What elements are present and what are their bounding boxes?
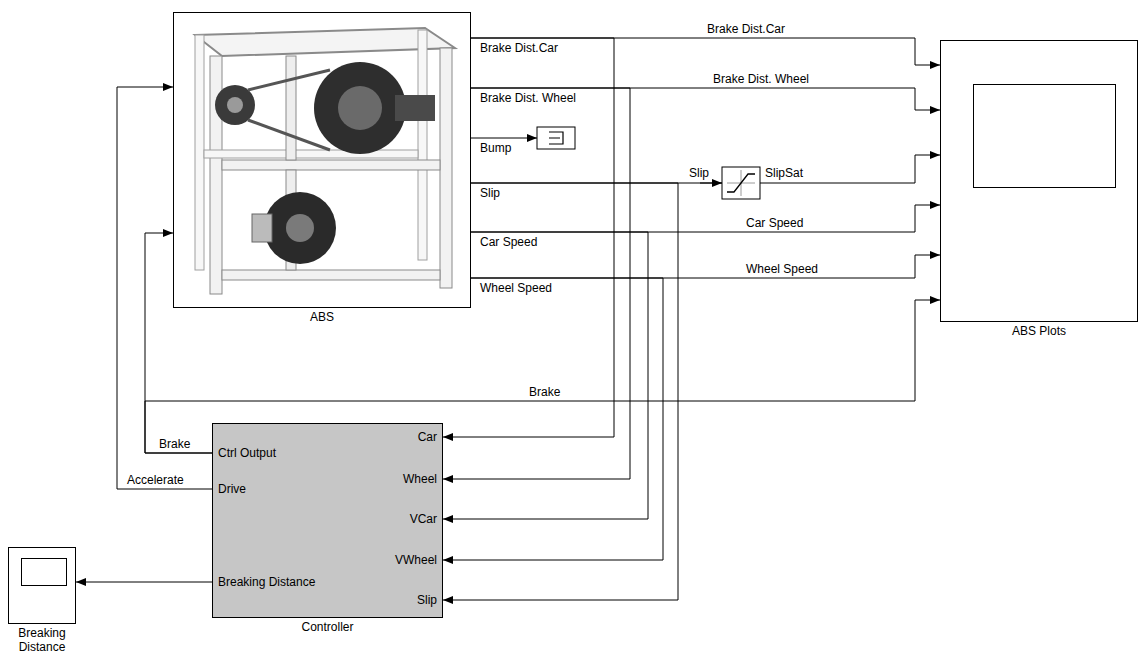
- signal-line: [443, 278, 663, 560]
- signal-label: Brake Dist. Wheel: [479, 91, 577, 105]
- port-label: VCar: [410, 512, 437, 526]
- signal-line: [471, 38, 940, 65]
- port-label: Drive: [218, 482, 246, 496]
- signal-label: Brake Dist. Wheel: [712, 72, 810, 86]
- block-name: ABS Plots: [1012, 324, 1066, 338]
- block-name: Breaking Distance: [3, 626, 81, 654]
- signal-label: Car Speed: [745, 216, 804, 230]
- signal-label: Slip: [688, 166, 710, 180]
- signal-line: [443, 38, 614, 437]
- signal-line: [76, 582, 212, 583]
- port-label: Breaking Distance: [218, 575, 315, 589]
- terminator-block: [537, 127, 575, 149]
- signal-label: Bump: [479, 141, 512, 155]
- saturation-axes: [727, 170, 755, 196]
- scope-screen: [21, 558, 67, 586]
- signal-label: SlipSat: [764, 166, 804, 180]
- signal-line: [443, 88, 630, 479]
- signal-line: [471, 255, 940, 278]
- signal-wire: [700, 183, 722, 184]
- signal-label: Brake Dist.Car: [706, 22, 786, 36]
- signal-label: Brake: [528, 385, 561, 399]
- abs-subsystem-block: ABS: [173, 12, 471, 308]
- abs-rig-illustration: [178, 17, 466, 303]
- scope-screen: [973, 84, 1116, 188]
- signal-label: Accelerate: [126, 473, 185, 487]
- scope-block: ABS Plots: [940, 40, 1138, 322]
- terminator-symbol: [549, 132, 563, 144]
- signal-line: [471, 155, 940, 183]
- signal-label: Car Speed: [479, 235, 538, 249]
- signal-line: [471, 88, 940, 110]
- port-label: VWheel: [395, 553, 437, 567]
- port-label: Car: [418, 430, 437, 444]
- port-label: Wheel: [403, 472, 437, 486]
- saturation-block: [722, 167, 760, 199]
- signal-line: [443, 183, 678, 600]
- scope-block: Breaking Distance: [8, 547, 76, 624]
- signal-label: Wheel Speed: [745, 262, 819, 276]
- saturation-curve: [727, 174, 755, 192]
- signal-label: Slip: [479, 186, 501, 200]
- signal-line: [471, 205, 940, 232]
- port-label: Ctrl Output: [218, 446, 276, 460]
- signal-label: Brake: [158, 437, 191, 451]
- block-name: Controller: [301, 620, 353, 634]
- signal-label: Wheel Speed: [479, 281, 553, 295]
- signal-label: Brake Dist.Car: [479, 41, 559, 55]
- port-label: Slip: [417, 593, 437, 607]
- signal-wire: [471, 138, 537, 139]
- block-name: ABS: [310, 310, 334, 324]
- signal-line: [443, 232, 648, 519]
- controller-subsystem: ControllerCtrl OutputDriveBreaking Dista…: [212, 423, 443, 618]
